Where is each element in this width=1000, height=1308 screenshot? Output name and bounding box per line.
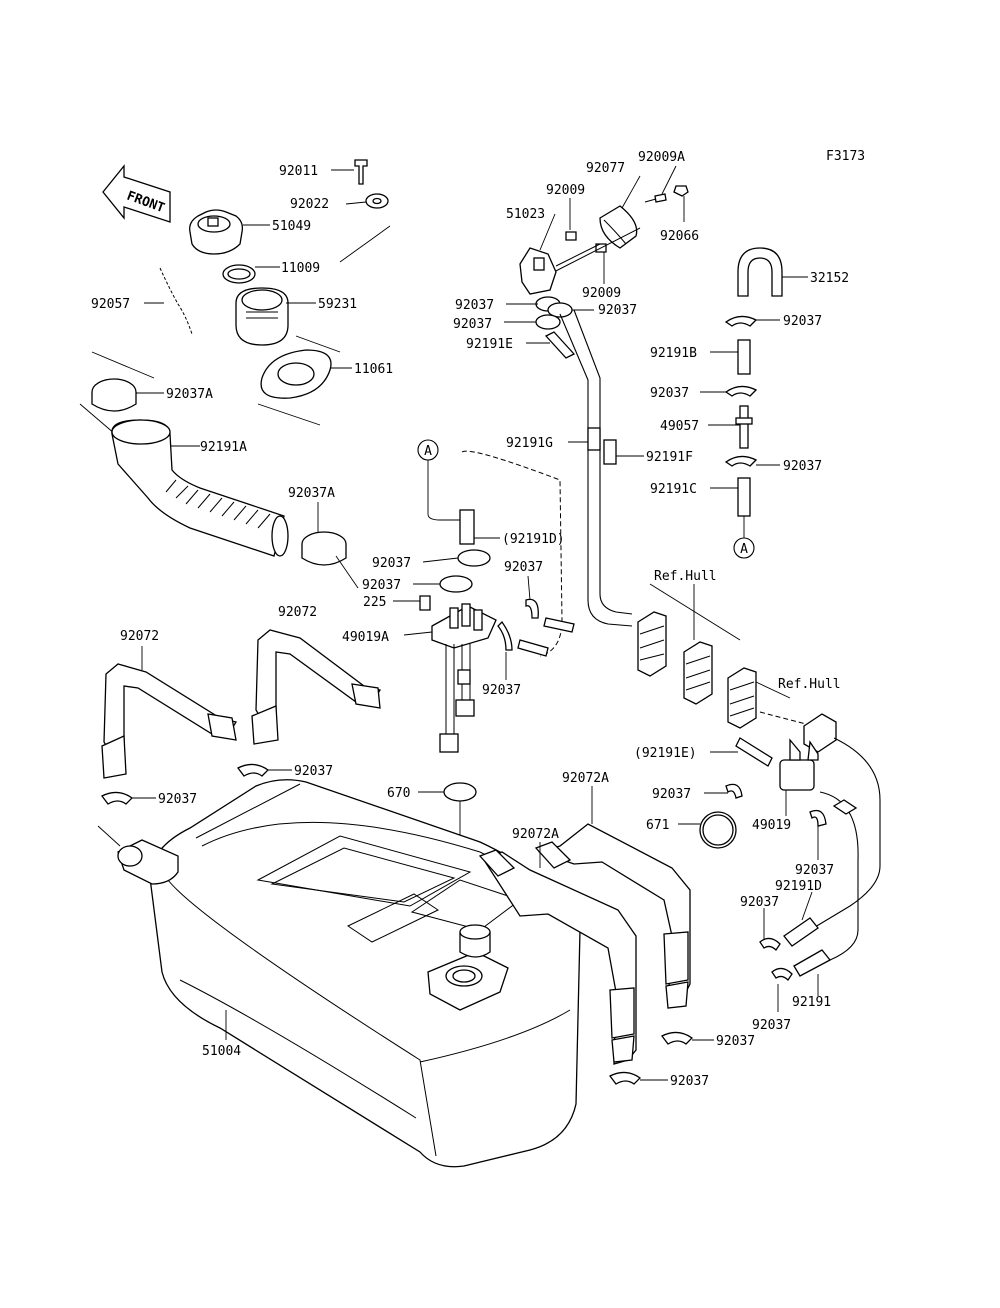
clamp-left-upper — [237, 763, 270, 777]
label-51049: 51049 — [272, 219, 311, 234]
check-valve-assembly — [519, 185, 689, 627]
label-92037-e: 92037 — [650, 386, 689, 401]
label-670: 670 — [387, 786, 410, 801]
label-92191: 92191 — [792, 995, 831, 1010]
label-92037-q: 92037 — [716, 1034, 755, 1049]
label-51023: 51023 — [506, 207, 545, 222]
part-labels: 92011 92022 51049 11009 59231 92057 1106… — [91, 150, 849, 1089]
ref-a-callout-right: A — [733, 537, 755, 559]
svg-text:A: A — [740, 542, 748, 557]
front-arrow: FRONT — [102, 164, 171, 223]
label-92072-mid: 92072 — [278, 605, 317, 620]
sender-unit-49019A — [419, 450, 575, 753]
clamp-92037A-mid — [301, 531, 359, 589]
label-92191D-paren: (92191D) — [502, 532, 565, 547]
label-11009: 11009 — [281, 261, 320, 276]
label-92037-g: 92037 — [372, 556, 411, 571]
label-92191F: 92191F — [646, 450, 693, 465]
label-51004: 51004 — [202, 1044, 241, 1059]
clamp-left-lower — [101, 791, 134, 805]
label-92072A-b: 92072A — [512, 827, 559, 842]
label-92191C: 92191C — [650, 482, 697, 497]
ref-a-callout-top: A — [417, 439, 439, 461]
label-92191E-paren: (92191E) — [634, 746, 697, 761]
o-ring-670 — [443, 782, 477, 802]
label-92009-top: 92009 — [546, 183, 585, 198]
label-49019A: 49019A — [342, 630, 389, 645]
label-92037-k: 92037 — [294, 764, 333, 779]
label-11061: 11061 — [354, 362, 393, 377]
label-92077: 92077 — [586, 161, 625, 176]
label-92191E: 92191E — [466, 337, 513, 352]
label-92022: 92022 — [290, 197, 329, 212]
label-92072-left: 92072 — [120, 629, 159, 644]
label-92037-r: 92037 — [670, 1074, 709, 1089]
label-ref-hull-2: Ref.Hull — [778, 677, 841, 692]
hull-clamp-blocks — [637, 583, 791, 729]
figure-code: F3173 — [826, 149, 865, 164]
label-671: 671 — [646, 818, 669, 833]
leader-lines — [132, 165, 819, 1081]
label-92057: 92057 — [91, 297, 130, 312]
clamp-bottom-upper — [661, 1031, 694, 1045]
label-32152: 32152 — [810, 271, 849, 286]
label-92037-p: 92037 — [752, 1018, 791, 1033]
label-92037-h: 92037 — [504, 560, 543, 575]
label-92191B: 92191B — [650, 346, 697, 361]
label-92037-c: 92037 — [598, 303, 637, 318]
label-92009A: 92009A — [638, 150, 685, 165]
label-225: 225 — [363, 595, 386, 610]
label-92037-l: 92037 — [158, 792, 197, 807]
label-92037-d: 92037 — [783, 314, 822, 329]
svg-text:A: A — [424, 444, 432, 459]
label-92037-m: 92037 — [652, 787, 691, 802]
label-92037-i: 92037 — [362, 578, 401, 593]
label-92037A-top: 92037A — [166, 387, 213, 402]
fuel-filter-49019 — [699, 711, 881, 982]
label-92066: 92066 — [660, 229, 699, 244]
label-92191G: 92191G — [506, 436, 553, 451]
filler-cap-assembly — [159, 159, 389, 426]
label-92011: 92011 — [279, 164, 318, 179]
label-92037-j: 92037 — [482, 683, 521, 698]
label-92037-b: 92037 — [453, 317, 492, 332]
clamp-bottom-lower — [609, 1071, 642, 1085]
label-92037-a: 92037 — [455, 298, 494, 313]
label-92037-f: 92037 — [783, 459, 822, 474]
fuel-tank-51004 — [97, 779, 581, 1168]
tank-straps-left — [101, 629, 382, 779]
label-49019: 49019 — [752, 818, 791, 833]
label-92037-n: 92037 — [795, 863, 834, 878]
label-92191D: 92191D — [775, 879, 822, 894]
label-ref-hull-1: Ref.Hull — [654, 569, 717, 584]
label-92037A-mid: 92037A — [288, 486, 335, 501]
bellows-hose-92191A — [111, 419, 289, 557]
label-92009-bot: 92009 — [582, 286, 621, 301]
label-49057: 49057 — [660, 419, 699, 434]
label-59231: 59231 — [318, 297, 357, 312]
tank-straps-92072A — [478, 823, 691, 1065]
breather-line-parts — [724, 247, 783, 538]
label-92037-o: 92037 — [740, 895, 779, 910]
clamp-92037A-top — [79, 351, 155, 441]
label-92072A-a: 92072A — [562, 771, 609, 786]
label-92191A: 92191A — [200, 440, 247, 455]
